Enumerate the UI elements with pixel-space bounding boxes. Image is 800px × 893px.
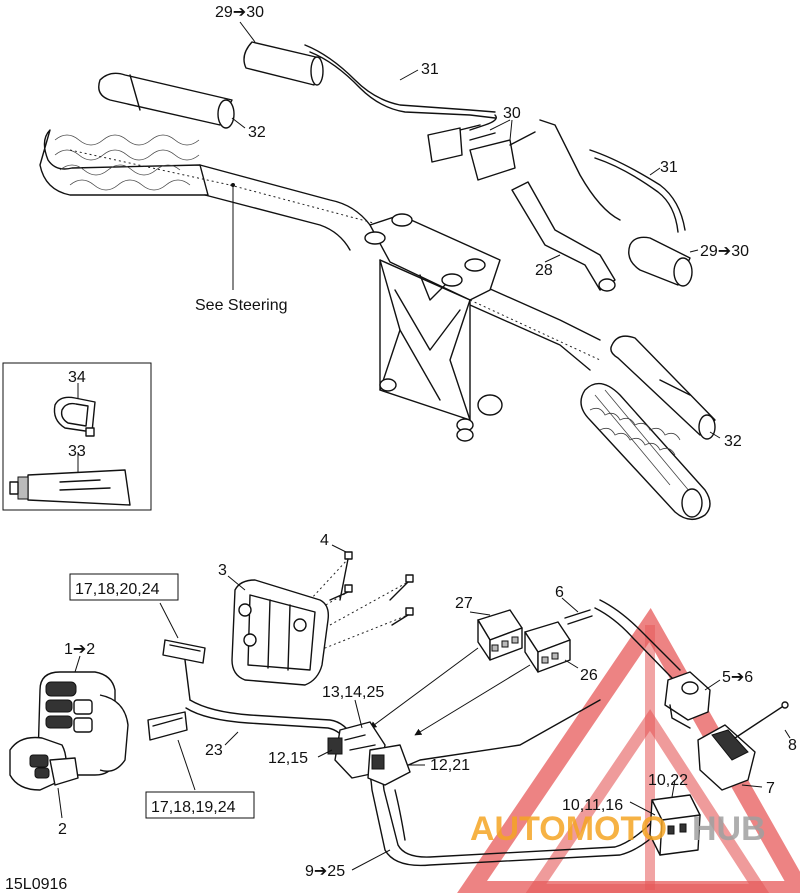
label-28: 28 [535, 262, 553, 279]
label-31-top: 31 [421, 61, 439, 78]
connector-block [317, 699, 425, 786]
switch-connector-5 [664, 671, 721, 729]
connector-10 [629, 779, 701, 856]
label-23: 23 [205, 742, 223, 759]
label-10-11-16: 10,11,16 [562, 797, 623, 814]
connectors-30 [427, 114, 621, 221]
connector-27 [469, 609, 523, 661]
watermark-text-hub: HUB [692, 810, 766, 848]
watermark-text-automoto: AUTOMOTO [470, 810, 667, 848]
housing-3 [227, 575, 330, 686]
label-29-30-right: 29➔30 [700, 243, 749, 260]
grip-sleeve-top [98, 72, 246, 129]
label-4: 4 [320, 532, 329, 549]
tube-28 [511, 181, 616, 292]
label-26: 26 [580, 667, 598, 684]
handlebar-assembly [39, 129, 711, 520]
connector-upper [159, 602, 206, 701]
callout-labels: 29➔30 31 32 30 31 29➔30 28 See Steering … [5, 4, 797, 893]
label-31-right: 31 [660, 159, 678, 176]
riser [364, 213, 503, 442]
label-6: 6 [555, 584, 564, 601]
label-27: 27 [455, 595, 473, 612]
label-12-21: 12,21 [430, 757, 470, 774]
connector-26 [524, 621, 579, 673]
wire-top [304, 44, 496, 119]
right-grip [580, 382, 711, 520]
heating-sleeve-top [239, 21, 324, 86]
terminals-6 [561, 597, 593, 625]
label-2: 2 [58, 821, 67, 838]
label-32-top: 32 [248, 124, 266, 141]
heating-sleeve-right [628, 236, 699, 287]
watermark-text: AUTOMOTO HUB [470, 810, 766, 848]
tube-33 [9, 469, 131, 506]
connector-lower [147, 711, 196, 791]
bolts-4 [299, 544, 414, 651]
label-3: 3 [218, 562, 227, 579]
label-12-15: 12,15 [268, 750, 308, 767]
label-see-steering: See Steering [195, 297, 288, 314]
label-9-25: 9➔25 [305, 863, 345, 880]
box-17-18-19-24 [145, 791, 255, 819]
label-8: 8 [788, 737, 797, 754]
label-34: 34 [68, 369, 86, 386]
label-32-right: 32 [724, 433, 742, 450]
cap-7 [697, 724, 763, 791]
inset-box [2, 362, 152, 511]
label-7: 7 [766, 780, 775, 797]
wire-right [589, 149, 686, 233]
label-17-18-19-24: 17,18,19,24 [151, 799, 236, 816]
grip-sleeve-right [610, 335, 721, 440]
diagram-code: 15L0916 [5, 876, 67, 893]
label-1-2: 1➔2 [64, 641, 95, 658]
left-grip [39, 129, 209, 196]
pin-8 [734, 701, 791, 739]
label-13-14-25: 13,14,25 [322, 684, 384, 701]
label-30: 30 [503, 105, 521, 122]
label-17-18-20-24: 17,18,20,24 [75, 581, 160, 598]
box-17-18-20-24 [69, 573, 179, 601]
label-10-22: 10,22 [648, 772, 688, 789]
connector-arrows [369, 647, 531, 736]
clip-34 [53, 396, 96, 437]
switch-1 [9, 655, 129, 819]
label-33: 33 [68, 443, 86, 460]
label-29-30-top: 29➔30 [215, 4, 264, 21]
label-5-6: 5➔6 [722, 669, 753, 686]
